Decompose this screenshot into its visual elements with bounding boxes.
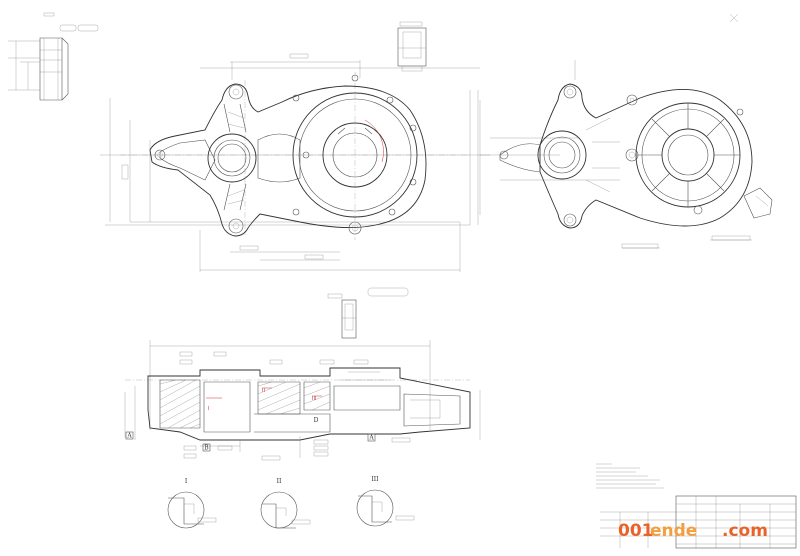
section-marker-a-left: A (126, 433, 132, 440)
detail-views-row: I II III (167, 476, 415, 529)
red-mark-3: III (312, 396, 316, 402)
detail-label-3: III (371, 476, 379, 483)
front-view-housing (100, 53, 490, 272)
technical-notes (596, 463, 664, 489)
corner-marks (729, 13, 739, 23)
watermark-part-1: 001 (618, 521, 654, 541)
detail-view-top-left (8, 12, 99, 101)
detail-view-top-middle (397, 21, 427, 72)
section-marker-d: D (314, 417, 319, 424)
detail-label-2: II (277, 478, 282, 485)
detail-label-1: I (185, 478, 188, 485)
watermark-part-2: ende (650, 521, 697, 541)
side-view-housing (477, 60, 773, 249)
red-mark-2: II (262, 388, 265, 394)
section-marker-a-right: A (368, 435, 374, 442)
detail-view-middle (327, 287, 409, 339)
site-watermark: 001 ende .com (618, 521, 768, 541)
title-block (600, 495, 797, 549)
watermark-part-3: .com (722, 521, 768, 541)
section-view: B A A D I II III (124, 340, 481, 461)
red-mark-1: I (208, 406, 209, 412)
section-marker-b: B (204, 445, 209, 452)
